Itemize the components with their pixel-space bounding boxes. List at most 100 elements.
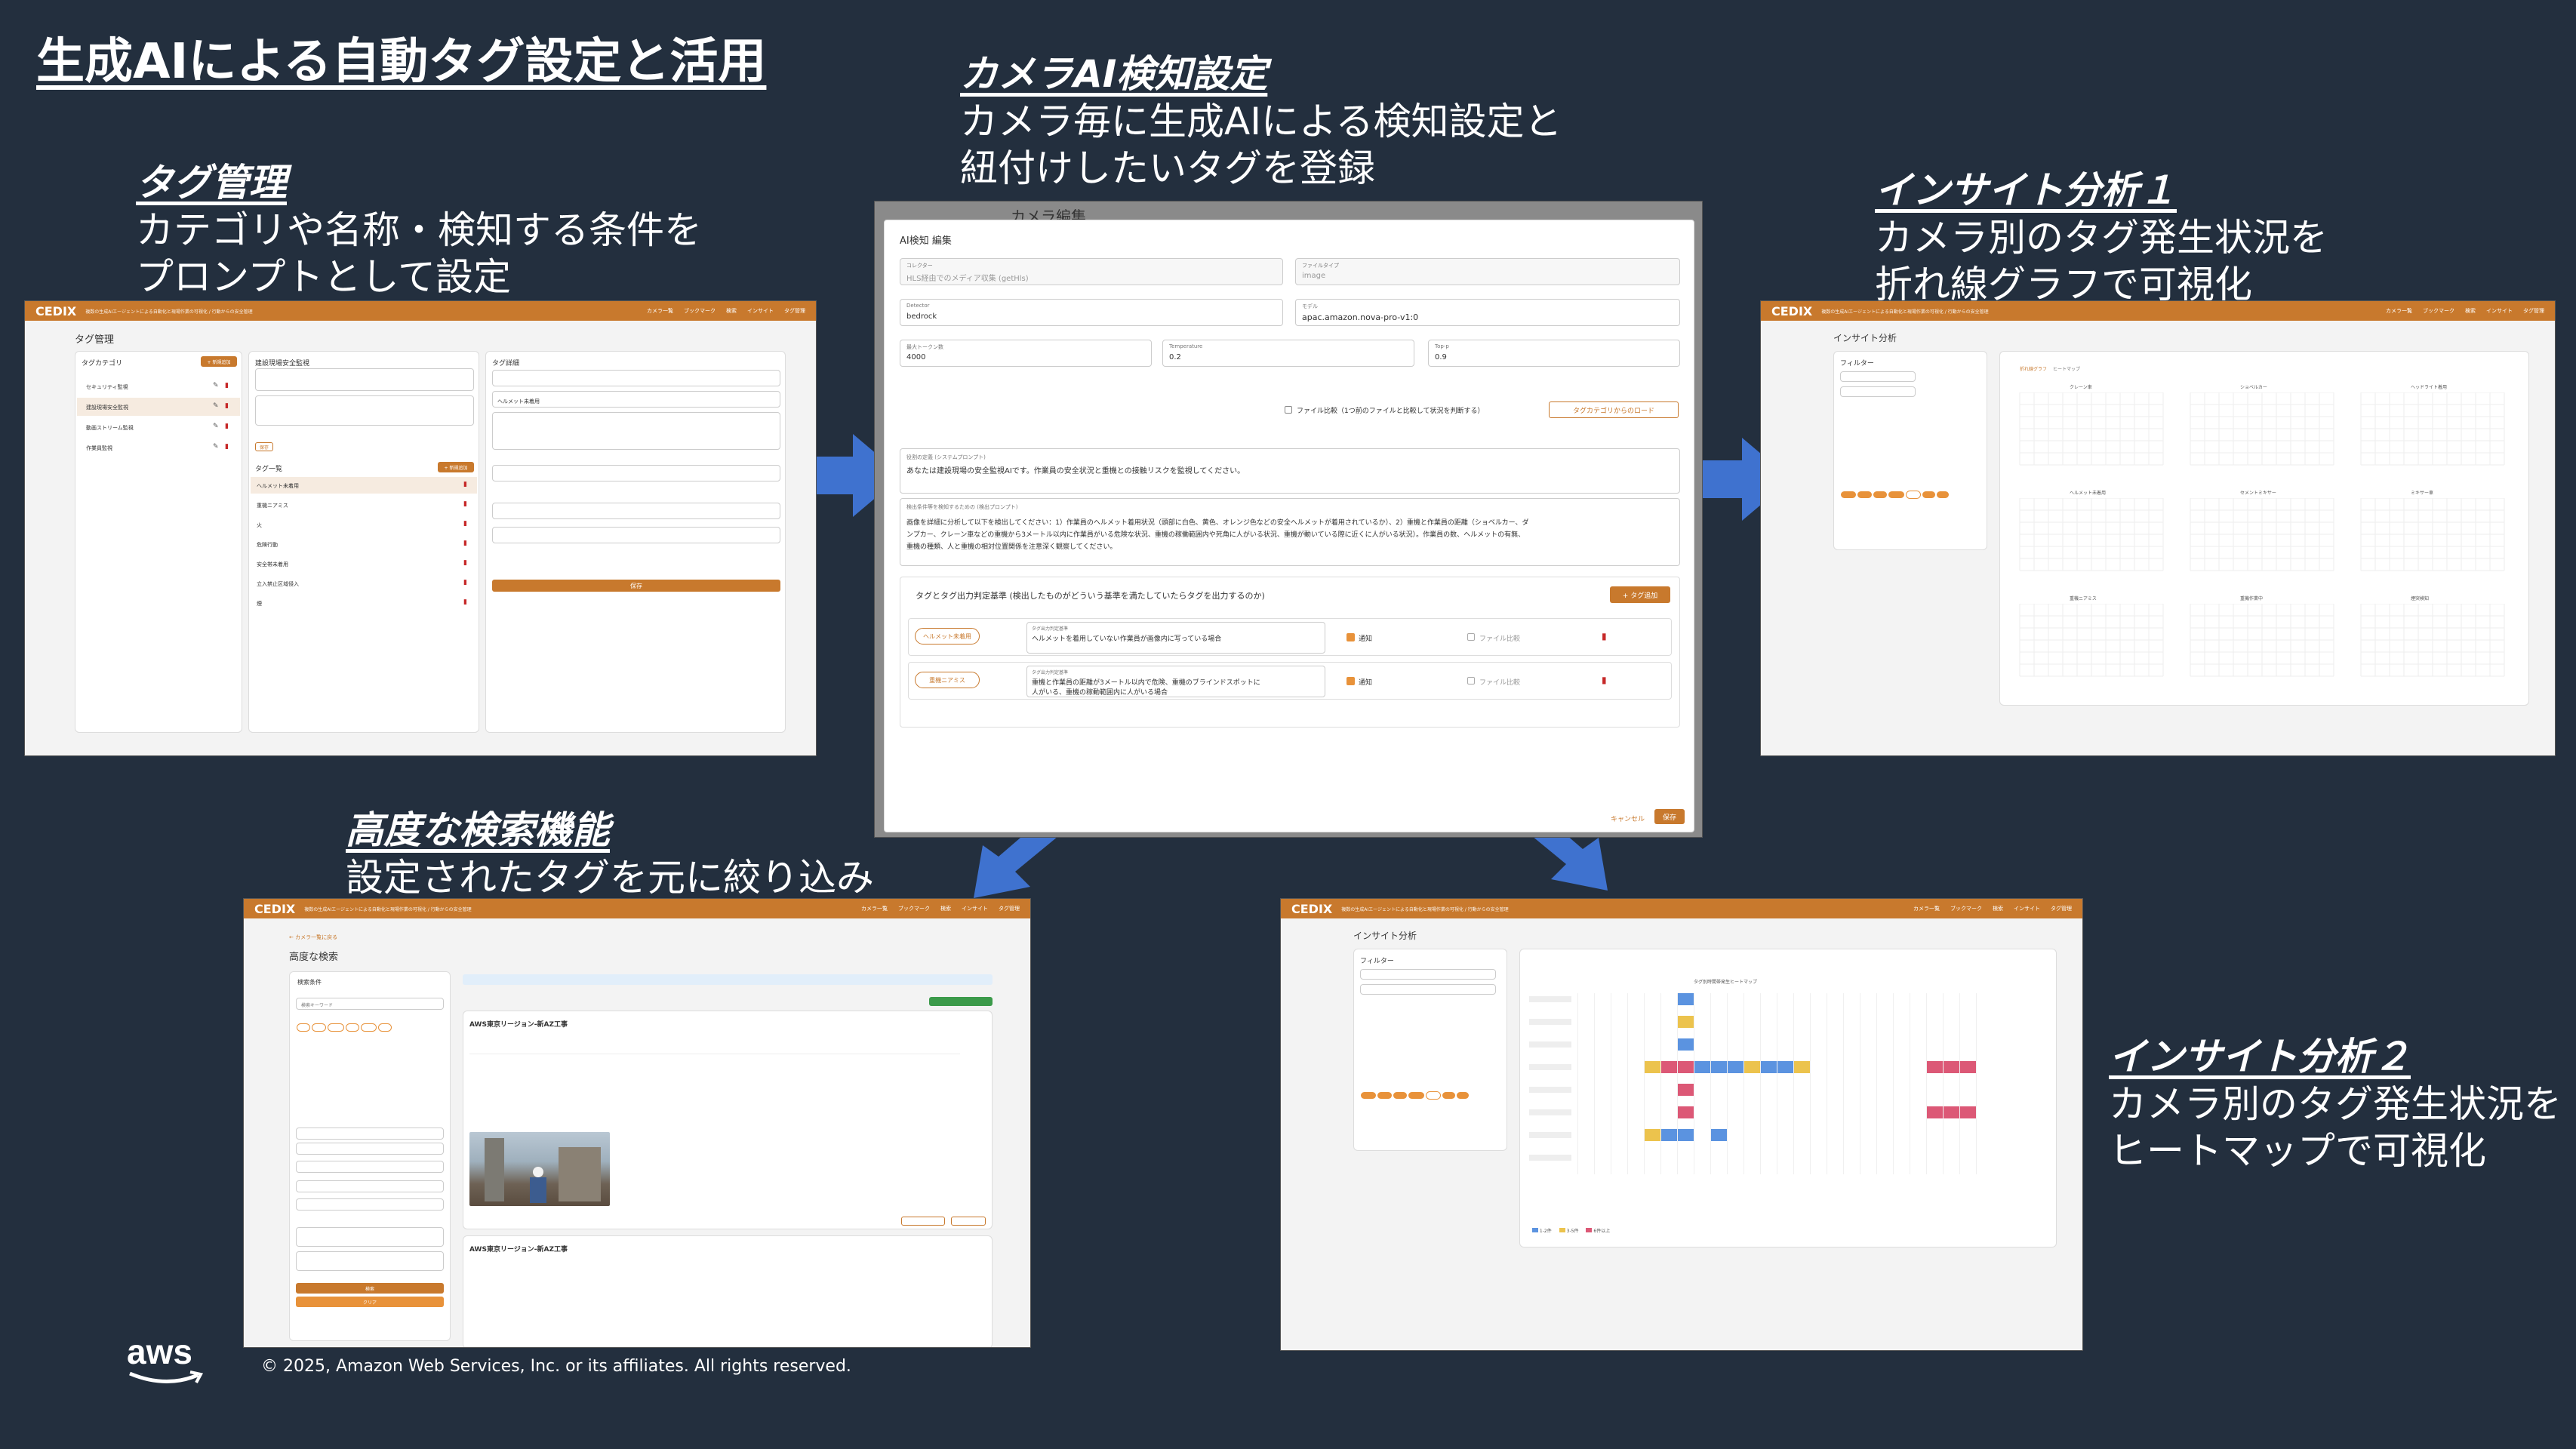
add-tag-button[interactable]: + 新規追加 [438,462,474,472]
heatmap-cell[interactable] [1677,1016,1694,1028]
tag-item[interactable]: 火▮ [251,516,477,533]
heatmap-cell[interactable] [1644,1129,1660,1141]
edit-icon[interactable]: ✎ [213,443,219,451]
notify-checkbox[interactable] [1346,677,1355,685]
tag-chip[interactable] [1442,1092,1456,1099]
tab-line-graph[interactable]: 折れ線グラフ [2020,367,2048,372]
compare-checkbox[interactable] [1467,633,1475,641]
tag-prompt-field[interactable] [492,412,780,450]
filter-select[interactable] [1840,386,1916,397]
tag-chip[interactable] [1937,491,1950,498]
tag-chip[interactable] [311,1023,327,1032]
keyword-input[interactable]: 検索キーワード [296,998,444,1010]
delete-icon[interactable]: ▮ [225,423,229,430]
nav-bookmarks[interactable]: ブックマーク [1950,906,1982,912]
modal-save-button[interactable]: 保存 [1654,809,1685,824]
detector-select[interactable] [296,1198,444,1211]
tag-chip[interactable] [1393,1092,1407,1099]
delete-icon[interactable]: ▮ [463,520,467,528]
heatmap-cell[interactable] [1943,1106,1959,1118]
tab-heatmap[interactable]: ヒートマップ [2053,367,2081,372]
file-type-select[interactable]: ファイルタイプ image [1295,258,1680,285]
heatmap-cell[interactable] [1943,1061,1959,1073]
nav-cameras[interactable]: カメラ一覧 [647,308,673,314]
category-item[interactable]: 動画ストリーム監視✎▮ [77,418,240,436]
criteria-field[interactable]: タグ出力判定基準重機と作業員の距離が3メートル以内で危険、重機のブラインドスポッ… [1026,666,1325,697]
criteria-tag-chip[interactable]: 重機ニアミス [915,672,980,688]
nav-cameras[interactable]: カメラ一覧 [1913,906,1940,912]
edit-icon[interactable]: ✎ [213,402,219,410]
tag-chip[interactable] [1888,491,1905,498]
date-to-field[interactable] [296,1251,444,1271]
tag-chip[interactable] [1922,491,1936,498]
tag-chip[interactable] [1857,491,1873,498]
nav-insight[interactable]: インサイト [747,308,774,314]
heatmap-cell[interactable] [1677,1129,1694,1141]
add-category-button[interactable]: + 新規追加 [201,356,237,367]
tag-item[interactable]: 煙▮ [251,595,477,611]
back-link[interactable]: ← カメラ一覧に戻る [289,934,338,940]
nav-search[interactable]: 検索 [2465,308,2476,314]
file-compare-checkbox[interactable] [1285,406,1292,414]
filter-select[interactable] [1360,969,1496,980]
tag-item[interactable]: 重機ニアミス▮ [251,497,477,513]
heatmap-cell[interactable] [1959,1061,1976,1073]
filter-select[interactable] [1840,371,1916,382]
tag-chip[interactable] [1361,1092,1376,1099]
max-tokens-field[interactable]: 最大トークン数 4000 [900,340,1152,367]
file-type-select[interactable] [296,1180,444,1192]
tag-chip[interactable] [378,1023,392,1032]
nav-bookmarks[interactable]: ブックマーク [898,906,930,912]
detail-button[interactable] [951,1217,986,1226]
result-thumbnail[interactable] [469,1132,610,1206]
delete-icon[interactable]: ▮ [463,559,467,567]
nav-cameras[interactable]: カメラ一覧 [861,906,888,912]
tag-id-field[interactable] [492,370,780,386]
tag-field-3[interactable] [492,503,780,519]
tag-chip[interactable] [360,1023,377,1032]
heatmap-cell[interactable] [1710,1061,1727,1073]
detector-select[interactable]: Detector bedrock [900,299,1283,326]
result-card[interactable]: AWS東京リージョン-新AZ工事 [463,1011,993,1229]
save-small-button[interactable]: 保存 [255,442,273,451]
heatmap-cell[interactable] [1777,1061,1793,1073]
heatmap-cell[interactable] [1760,1061,1777,1073]
tag-chip[interactable] [1426,1091,1441,1100]
system-prompt-field[interactable]: 役割の定義 (システムプロンプト) あなたは建設現場の安全監視AIです。作業員の… [900,448,1680,494]
heatmap-cell[interactable] [1677,1106,1694,1118]
delete-icon[interactable]: ▮ [463,481,467,488]
delete-icon[interactable]: ▮ [225,402,229,410]
nav-bookmarks[interactable]: ブックマーク [2423,308,2454,314]
tag-chip[interactable] [1873,491,1887,498]
heatmap-cell[interactable] [1677,1084,1694,1096]
tag-chip[interactable] [1408,1092,1425,1099]
heatmap-cell[interactable] [1660,1129,1677,1141]
clear-button[interactable]: クリア [296,1297,444,1307]
edit-icon[interactable]: ✎ [213,382,219,389]
criteria-tag-chip[interactable]: ヘルメット未着用 [915,628,980,645]
heatmap-cell[interactable] [1727,1061,1743,1073]
add-tag-criteria-button[interactable]: + タグ追加 [1610,586,1670,603]
result-card[interactable]: AWS東京リージョン-新AZ工事 [463,1235,993,1347]
cancel-button[interactable]: キャンセル [1611,816,1645,823]
notify-checkbox[interactable] [1346,633,1355,641]
heatmap-cell[interactable] [1677,993,1694,1005]
compare-checkbox[interactable] [1467,677,1475,685]
export-button[interactable] [929,997,993,1006]
tag-chip[interactable] [1377,1092,1393,1099]
nav-cameras[interactable]: カメラ一覧 [2386,308,2412,314]
delete-icon[interactable]: ▮ [1602,675,1607,685]
place-select[interactable] [296,1128,444,1140]
tag-chip[interactable] [1906,491,1921,499]
tag-field-4[interactable] [492,527,780,543]
category-item[interactable]: 作業員監視✎▮ [77,438,240,457]
nav-bookmarks[interactable]: ブックマーク [684,308,716,314]
nav-search[interactable]: 検索 [940,906,951,912]
heatmap-cell[interactable] [1677,1038,1694,1051]
heatmap-cell[interactable] [1926,1106,1943,1118]
tag-item[interactable]: ヘルメット未着用▮ [251,477,477,494]
heatmap-cell[interactable] [1959,1106,1976,1118]
nav-insight[interactable]: インサイト [962,906,988,912]
tag-item[interactable]: 立入禁止区域侵入▮ [251,575,477,592]
tag-category-select[interactable] [492,465,780,481]
